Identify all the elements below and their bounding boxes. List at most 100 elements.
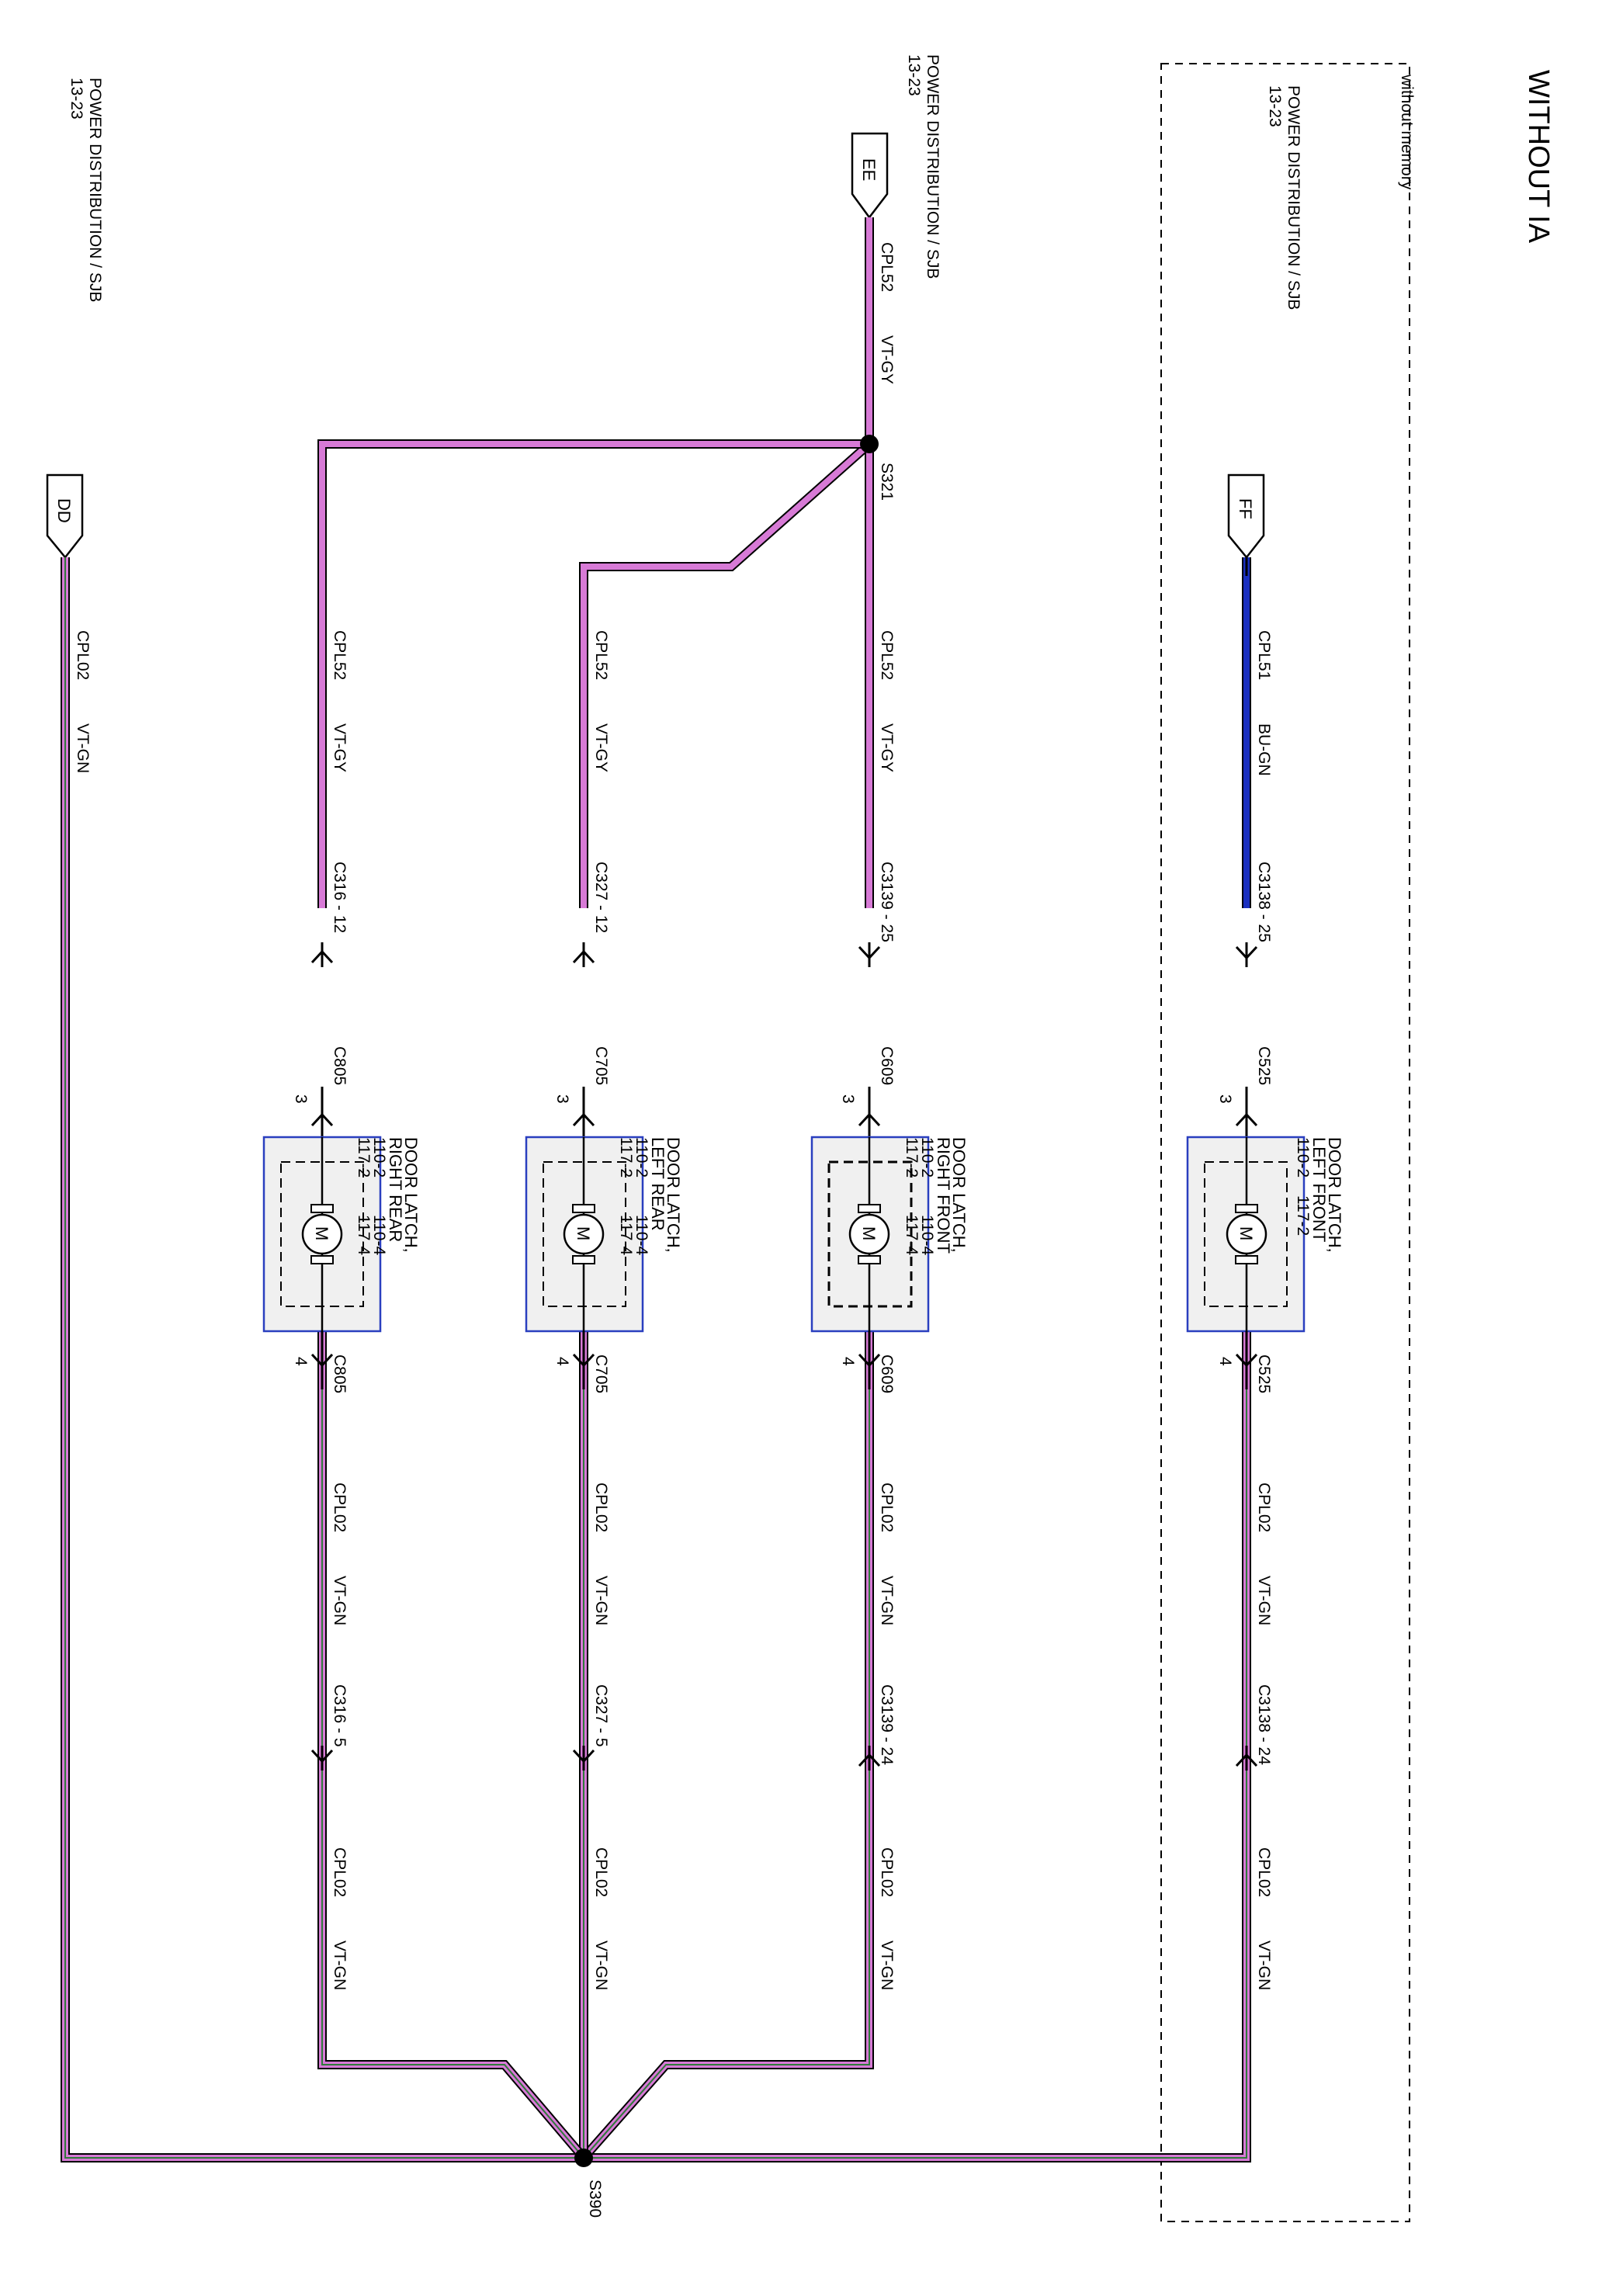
wire-rr-in	[317, 439, 869, 908]
component-out-connector-mark	[858, 1350, 881, 1375]
in-wire-color: VT-GY	[331, 723, 349, 772]
component-in-connector-mark	[858, 1105, 881, 1130]
in-connector-mark	[858, 942, 881, 967]
wire-rf-out	[580, 1331, 874, 2161]
component-name: DOOR LATCH,	[949, 1137, 969, 1253]
in-wire-circuit: CPL51	[1255, 630, 1273, 680]
out-wire-circuit: CPL02	[592, 1483, 610, 1532]
pin-out-label: 4	[292, 1357, 310, 1366]
splice-s321-label: S321	[878, 463, 896, 501]
in-wire-color: VT-GY	[878, 723, 896, 772]
motor-icon	[1226, 1213, 1267, 1255]
splice-s390-label: S390	[586, 2180, 604, 2218]
out-connector-label: C316 - 5	[331, 1684, 349, 1747]
wires	[61, 217, 1251, 2162]
component-side: RIGHT FRONT	[934, 1137, 953, 1254]
component-ref: 117-4	[355, 1215, 373, 1255]
source-dd-page: 13-23	[68, 78, 85, 120]
out-connector-mark	[310, 1746, 334, 1771]
pin-out-label: 4	[839, 1357, 857, 1366]
in-wire-color: BU-GN	[1255, 723, 1273, 776]
component-in-connector: C609	[878, 1046, 896, 1085]
without-memory-box	[1160, 63, 1410, 2222]
source-dd-label-group: POWER DISTRIBUTION / SJB 13-23	[68, 78, 104, 302]
dd-wire-circuit: CPL02	[74, 630, 92, 680]
out-connector-label: C3138 - 24	[1255, 1684, 1273, 1765]
out-wire2-circuit: CPL02	[331, 1847, 349, 1897]
wire-lr-in	[579, 440, 872, 908]
pin-out-label: 4	[553, 1357, 571, 1366]
motor-icon	[301, 1213, 343, 1255]
component-in-connector: C525	[1255, 1046, 1273, 1085]
component-ref: 117-2	[355, 1137, 373, 1177]
pin-in-label: 3	[292, 1094, 310, 1104]
out-wire2-color: VT-GN	[878, 1941, 896, 1990]
flag-dd: DD	[46, 473, 84, 559]
out-wire-circuit: CPL02	[1255, 1483, 1273, 1532]
source-ee-page: 13-23	[905, 54, 923, 96]
out-wire-color: VT-GN	[1255, 1576, 1273, 1625]
component-ref: 110-2	[918, 1137, 936, 1177]
component-out-connector: C609	[878, 1354, 896, 1393]
out-wire2-circuit: CPL02	[1255, 1847, 1273, 1897]
component-in-connector: C705	[592, 1046, 610, 1085]
in-connector-label: C327 - 12	[592, 862, 610, 933]
source-ee-label-group: POWER DISTRIBUTION / SJB 13-23	[905, 54, 941, 279]
out-wire2-color: VT-GN	[1255, 1941, 1273, 1990]
out-wire2-color: VT-GN	[331, 1941, 349, 1990]
component-out-connector: C805	[331, 1354, 349, 1393]
dd-wire-color: VT-GN	[74, 723, 92, 773]
pin-out-label: 4	[1216, 1357, 1234, 1366]
component-name: DOOR LATCH,	[1325, 1137, 1344, 1253]
out-connector-mark	[1235, 1746, 1258, 1771]
component-in-connector-mark	[572, 1105, 595, 1130]
out-connector-label: C327 - 5	[592, 1684, 610, 1747]
motor-label: M	[574, 1226, 593, 1240]
out-connector-mark	[858, 1746, 881, 1771]
flag-dd-text: DD	[54, 498, 74, 523]
component-out-connector-mark	[310, 1350, 334, 1375]
component-out-connector: C705	[592, 1354, 610, 1393]
trunk-color: VT-GY	[878, 335, 896, 384]
in-connector-label: C3138 - 25	[1255, 862, 1273, 942]
flag-ff: FF	[1227, 473, 1265, 559]
diagram-title: WITHOUT IA	[1522, 70, 1555, 244]
component-in-connector-mark	[310, 1105, 334, 1130]
wire-dd	[61, 557, 584, 2162]
component-name: DOOR LATCH,	[401, 1137, 421, 1253]
component-ref: 110-2	[370, 1137, 388, 1177]
out-wire-color: VT-GN	[331, 1576, 349, 1625]
component-ref: 110-4	[370, 1215, 388, 1255]
component-ref: 117-4	[903, 1215, 921, 1255]
source-ff-label-group: POWER DISTRIBUTION / SJB 13-23	[1266, 85, 1302, 310]
source-ee-name: POWER DISTRIBUTION / SJB	[924, 54, 941, 279]
motor-label: M	[1236, 1226, 1256, 1240]
component-side: LEFT REAR	[648, 1137, 668, 1231]
in-connector-mark	[310, 942, 334, 967]
component-ref: 117-2	[617, 1137, 635, 1177]
splice-s390	[574, 2149, 593, 2167]
component-in-connector: C805	[331, 1046, 349, 1085]
splice-s321	[860, 435, 879, 453]
component-ref: 117-4	[617, 1215, 635, 1255]
in-connector-label: C316 - 12	[331, 862, 349, 933]
component-ref: 110-2	[1294, 1137, 1312, 1177]
motor-label: M	[312, 1226, 331, 1240]
motor-icon	[563, 1213, 605, 1255]
flag-ee: EE	[851, 132, 889, 220]
out-wire2-circuit: CPL02	[592, 1847, 610, 1897]
out-wire-circuit: CPL02	[331, 1483, 349, 1532]
wire-rr-out	[317, 1331, 588, 2161]
flag-ff-text: FF	[1236, 498, 1255, 519]
in-connector-mark	[1235, 942, 1258, 967]
in-wire-circuit: CPL52	[592, 630, 610, 680]
component-in-connector-mark	[1235, 1105, 1258, 1130]
component-name: DOOR LATCH,	[664, 1137, 683, 1253]
out-wire-circuit: CPL02	[878, 1483, 896, 1532]
in-wire-circuit: CPL52	[878, 630, 896, 680]
wire-lf-out	[584, 1331, 1251, 2162]
